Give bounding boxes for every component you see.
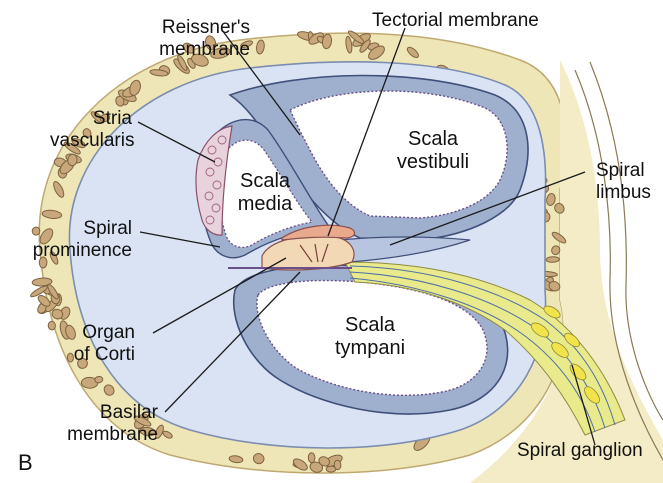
bone-cell bbox=[406, 46, 419, 58]
bone-cell bbox=[255, 39, 265, 55]
label-line: Spiral ganglion bbox=[517, 440, 643, 461]
bone-cell bbox=[38, 256, 48, 269]
label-basilar-membrane: Basilar membrane bbox=[40, 402, 158, 446]
bone-cell bbox=[47, 320, 56, 331]
label-line: Spiral bbox=[596, 160, 645, 181]
bone-cell bbox=[368, 45, 385, 60]
bone-cell bbox=[551, 245, 561, 256]
bone-cell bbox=[548, 280, 561, 292]
label-line: Tectorial membrane bbox=[372, 10, 539, 31]
label-spiral-ganglion: Spiral ganglion bbox=[517, 440, 643, 462]
label-line: Scala bbox=[344, 314, 396, 336]
bone-cell bbox=[205, 35, 217, 51]
bone-cell bbox=[63, 141, 81, 155]
scala-vestibuli bbox=[228, 74, 529, 241]
label-line: prominence bbox=[32, 240, 132, 261]
bone-cell bbox=[162, 430, 173, 439]
bone-cell bbox=[139, 426, 156, 437]
bone-cell bbox=[94, 375, 104, 384]
bone-cell bbox=[345, 35, 353, 54]
bone-cell bbox=[37, 295, 51, 307]
label-line: membrane bbox=[159, 39, 250, 60]
label-line: Basilar bbox=[99, 402, 158, 423]
bone-cell bbox=[133, 415, 152, 427]
bone-cell bbox=[307, 452, 316, 464]
bone-cell bbox=[77, 357, 88, 369]
bone-cell bbox=[51, 308, 64, 320]
label-tectorial-membrane: Tectorial membrane bbox=[372, 10, 539, 32]
bone-cell bbox=[308, 32, 324, 45]
label-scala-tympani: Scala tympani bbox=[330, 314, 410, 360]
bone-cell bbox=[546, 193, 556, 206]
bone-cell bbox=[71, 138, 86, 149]
bone-cell bbox=[103, 384, 115, 396]
bone-cell bbox=[347, 30, 365, 44]
bone-cell bbox=[191, 53, 209, 67]
scala-media bbox=[200, 119, 332, 259]
bone-cell bbox=[177, 54, 188, 72]
bone-cell bbox=[41, 209, 63, 220]
bone-cell bbox=[115, 95, 125, 107]
label-line: Stria bbox=[92, 108, 132, 129]
label-spiral-limbus: Spiral limbus bbox=[596, 160, 651, 204]
bone-cell bbox=[67, 153, 78, 167]
bone-cell bbox=[39, 228, 54, 245]
bone-cell bbox=[240, 40, 253, 49]
bone-cell bbox=[31, 277, 53, 287]
label-scala-media: Scala media bbox=[230, 170, 300, 216]
scala-tympani bbox=[232, 264, 509, 415]
label-line: vascularis bbox=[50, 130, 135, 151]
label-stria-vascularis: Stria vascularis bbox=[50, 108, 135, 152]
stria-vascularis bbox=[195, 125, 233, 236]
label-line: Spiral bbox=[83, 218, 132, 239]
bone-cell bbox=[252, 453, 265, 465]
cochlear-nerve-fibers bbox=[344, 261, 626, 436]
spiral-limbus bbox=[339, 236, 471, 263]
label-line: membrane bbox=[67, 424, 158, 445]
label-line: Organ bbox=[82, 322, 135, 343]
bone-cell bbox=[66, 352, 74, 363]
label-organ-of-corti: Organ of Corti bbox=[40, 322, 135, 366]
label-reissners-membrane: Reissner's membrane bbox=[100, 17, 250, 61]
label-line: of Corti bbox=[73, 344, 135, 365]
bone-cell bbox=[309, 461, 324, 473]
panel-letter: B bbox=[18, 450, 33, 475]
label-line: Scala bbox=[407, 128, 459, 150]
bone-cell bbox=[31, 226, 41, 236]
bone-cell bbox=[154, 424, 164, 439]
bone-cell bbox=[545, 256, 560, 263]
bone-cell bbox=[292, 458, 308, 471]
bone-cell bbox=[228, 455, 244, 464]
label-scala-vestibuli: Scala vestibuli bbox=[393, 128, 473, 174]
bone-cell bbox=[149, 69, 169, 77]
bone-cell bbox=[182, 42, 195, 54]
leader-lines bbox=[137, 27, 596, 446]
label-line: vestibuli bbox=[396, 151, 470, 173]
label-line: limbus bbox=[596, 182, 651, 203]
bone-cell bbox=[321, 33, 333, 50]
label-line: Reissner's bbox=[161, 17, 250, 38]
bone-cell bbox=[82, 128, 92, 139]
label-line: tympani bbox=[334, 337, 406, 359]
label-spiral-prominence: Spiral prominence bbox=[10, 218, 132, 262]
bone-cell bbox=[551, 231, 567, 244]
bone-cell bbox=[318, 456, 331, 467]
label-line: media bbox=[237, 193, 293, 215]
bone-cell bbox=[53, 181, 65, 198]
bone-cell bbox=[65, 324, 76, 340]
bone-cell bbox=[99, 113, 111, 123]
bone-cell bbox=[129, 79, 141, 96]
bone-cell bbox=[333, 459, 342, 471]
bone-cell bbox=[554, 202, 565, 214]
bone-cell bbox=[210, 47, 231, 59]
tectorial-membrane bbox=[281, 224, 356, 241]
label-line: Scala bbox=[239, 170, 291, 192]
bone-cell bbox=[359, 39, 371, 53]
bone-cell bbox=[49, 251, 59, 265]
